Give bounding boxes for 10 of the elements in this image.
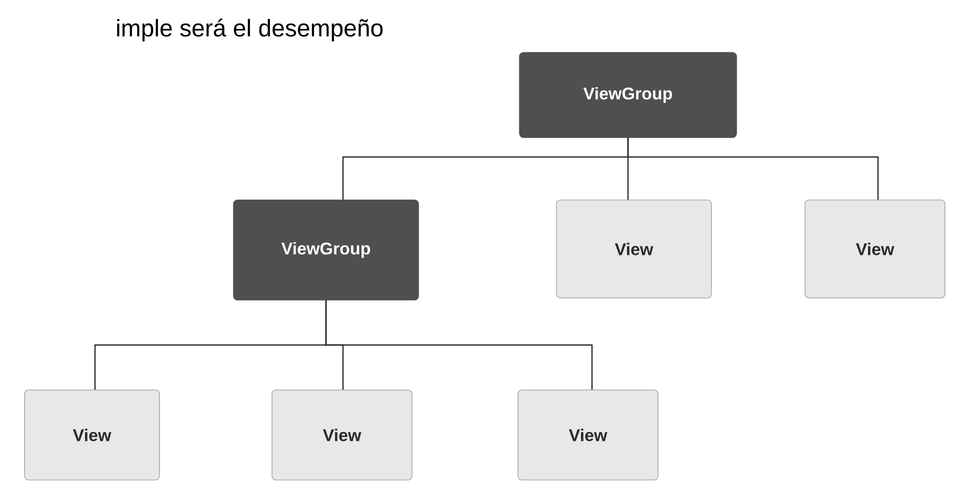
view-box: View [804,200,946,298]
group-box: ViewGroup [519,52,737,138]
group-box: ViewGroup [233,200,419,300]
view-box: View [518,390,658,480]
view-box: View [556,200,712,298]
view-box: View [272,390,412,480]
connector-line [325,300,593,390]
view-box: View [24,390,160,480]
heading-text: imple será el desempeño [117,18,383,42]
connector-line [627,138,879,200]
